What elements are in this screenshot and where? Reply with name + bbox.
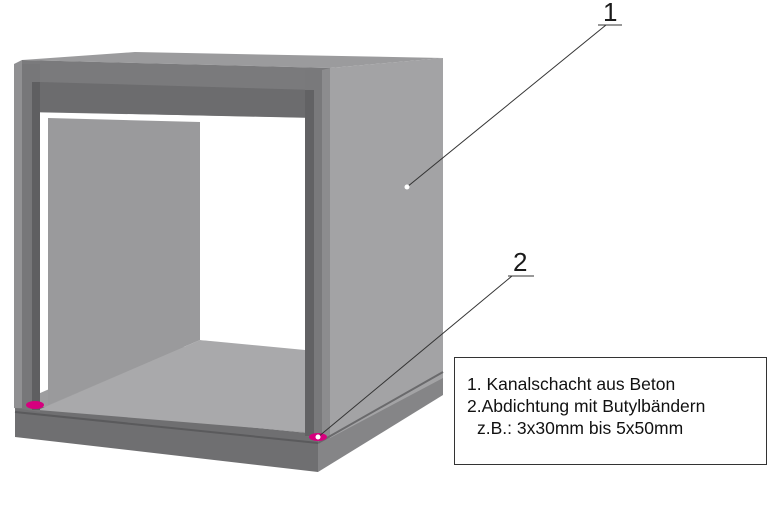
legend-box: 1. Kanalschacht aus Beton 2.Abdichtung m…: [454, 357, 767, 465]
base-slab-front: [15, 404, 318, 472]
legend-item-2: 2.Abdichtung mit Butylbändern: [467, 396, 706, 416]
front-left-pillar-edge: [14, 60, 22, 408]
right-side-face: [330, 58, 443, 438]
front-left-pillar-inner: [32, 82, 40, 410]
butyl-seal-left: [26, 401, 44, 409]
callout-2-dot: [315, 434, 321, 440]
callout-1-leader: [406, 24, 607, 188]
interior-floor: [38, 340, 305, 432]
rear-opening: [200, 122, 297, 347]
callout-1-dot: [404, 184, 410, 190]
legend-item-3: z.B.: 3x30mm bis 5x50mm: [477, 418, 684, 438]
front-right-pillar-edge: [322, 68, 330, 438]
callout-1-number: 1: [603, 0, 617, 27]
base-groove-line: [14, 411, 319, 444]
front-right-pillar-inner: [305, 90, 314, 436]
callout-2-leader: [317, 275, 513, 438]
base-groove-line-side: [317, 371, 444, 444]
callout-2-number: 2: [513, 247, 527, 277]
front-top-beam-inner: [40, 82, 315, 118]
legend-item-1: 1. Kanalschacht aus Beton: [467, 374, 676, 394]
interior-left-wall: [48, 118, 200, 405]
roof-top-face: [22, 52, 443, 68]
